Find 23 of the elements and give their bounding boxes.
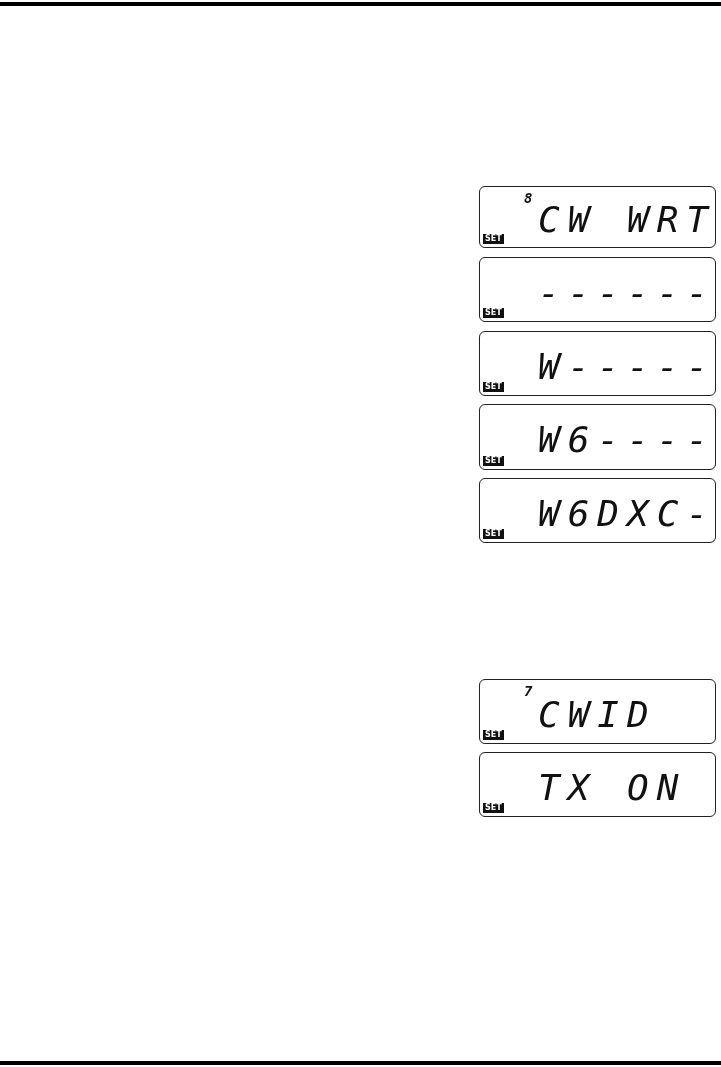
set-indicator: SET <box>483 456 504 466</box>
menu-number: 7 <box>524 684 533 698</box>
lcd-display <box>479 186 716 248</box>
set-indicator: SET <box>483 234 504 244</box>
lcd-display <box>479 257 716 322</box>
display-readout: W6DXC- <box>538 495 717 532</box>
lcd-display <box>479 679 716 744</box>
set-indicator: SET <box>483 529 504 539</box>
display-readout: ------ <box>538 274 717 311</box>
display-readout: W----- <box>538 348 717 385</box>
set-indicator: SET <box>483 382 504 392</box>
lcd-display <box>479 752 716 817</box>
menu-number: 8 <box>524 191 533 205</box>
display-readout: TX ON <box>538 769 687 806</box>
set-indicator: SET <box>483 730 504 740</box>
display-readout: CWID <box>538 696 657 733</box>
display-readout: W6---- <box>538 422 717 458</box>
set-indicator: SET <box>483 803 504 813</box>
set-indicator: SET <box>483 308 504 318</box>
lcd-display <box>479 478 716 543</box>
lcd-display <box>479 331 716 396</box>
display-readout: CW WRT <box>538 202 717 238</box>
lcd-display <box>479 404 716 470</box>
